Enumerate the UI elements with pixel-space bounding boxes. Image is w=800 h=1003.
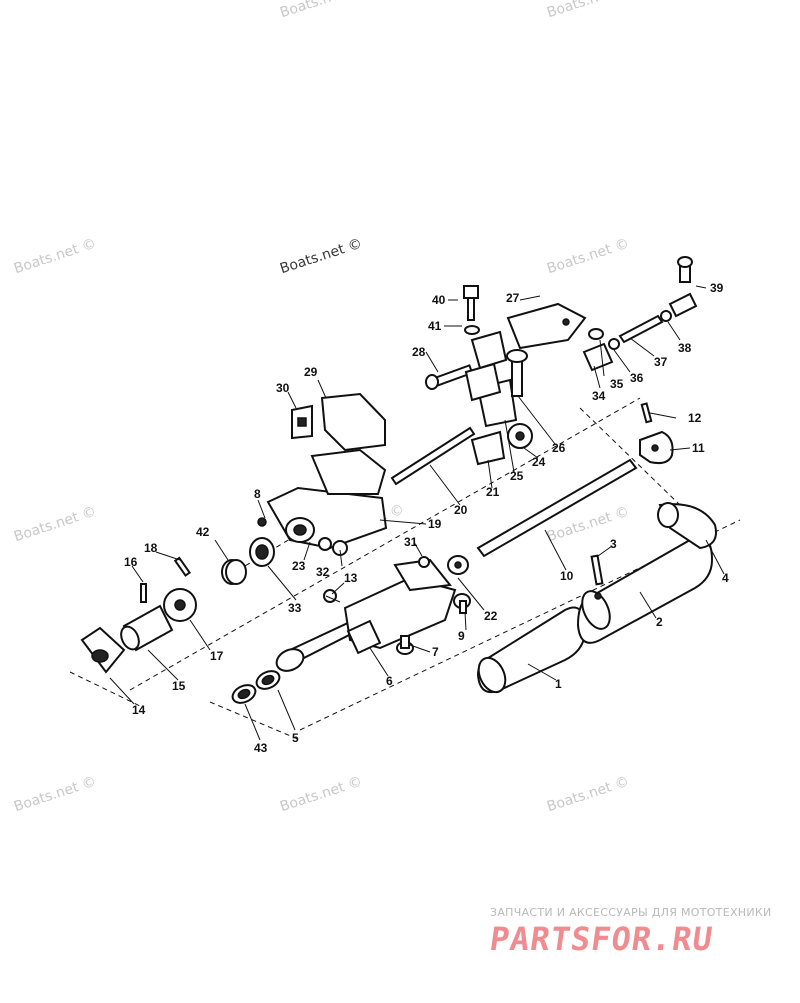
callout-3: 3 [610,537,617,551]
part-19-swivel-bracket [266,486,388,550]
callout-23: 23 [292,559,306,573]
part-37-rod [618,314,664,344]
part-clamp-block [464,362,502,402]
callout-16: 16 [124,555,138,569]
part-7-bolt [396,635,414,655]
callout-39: 39 [710,281,724,295]
callout-26: 26 [552,441,566,455]
part-14-end-plate [80,626,126,674]
callout-labels: 1 2 3 4 5 6 7 8 9 10 11 12 13 14 15 16 1… [124,281,729,755]
part-13-screw [323,589,341,603]
part-22-nut [447,555,469,575]
part-31-screw [418,556,430,568]
part-35-ball [588,328,604,340]
part-3-pin [590,554,604,586]
callout-27: 27 [506,291,520,305]
callout-10: 10 [560,569,574,583]
part-33-washer [249,537,275,567]
part-27-arm [506,302,587,350]
part-26-shaft [506,349,528,397]
part-30-bracket [291,404,313,440]
callout-38: 38 [678,341,692,355]
callout-1: 1 [555,677,562,691]
part-2-tube [576,536,714,644]
callout-21: 21 [486,485,500,499]
part-18-pin [173,556,192,577]
part-20-rod [390,426,476,486]
part-24-gear [507,423,533,449]
part-23-washer [318,537,332,551]
callout-33: 33 [288,601,302,615]
part-39-ball-joint [668,256,698,318]
part-clamp-block [470,330,508,370]
part-17-gear [163,588,197,622]
callout-14: 14 [132,703,146,717]
part-41-washer [464,325,480,335]
callout-30: 30 [276,381,290,395]
callout-2: 2 [656,615,663,629]
callout-29: 29 [304,365,318,379]
callout-42: 42 [196,525,210,539]
assembly-axis-line [129,397,641,691]
callout-36: 36 [630,371,644,385]
callout-13: 13 [344,571,358,585]
part-34-link [582,342,614,372]
callout-11: 11 [692,441,705,455]
part-21-bushing [470,430,506,466]
part-32-nut [332,540,348,556]
part-15-coupling [120,604,174,652]
part-28-bolt [425,364,474,390]
callout-15: 15 [172,679,186,693]
part-8-screw [257,517,267,527]
callout-4: 4 [722,571,729,585]
callout-7: 7 [432,645,439,659]
part-40-bolt [463,285,479,321]
part-11-collar [639,430,674,465]
callout-43: 43 [254,741,268,755]
callout-17: 17 [210,649,224,663]
assembly-axis-line [209,701,301,741]
callout-32: 32 [316,565,330,579]
part-42-spring [221,559,247,585]
footer-tagline: ЗАПЧАСТИ И АКСЕССУАРЫ ДЛЯ МОТОТЕХНИКИ [490,906,772,919]
part-5-washer [255,670,281,690]
callout-28: 28 [412,345,426,359]
callout-12: 12 [688,411,702,425]
assembly-axis-line [69,671,141,707]
callout-22: 22 [484,609,498,623]
part-6-arm-housing [275,558,457,672]
callout-19: 19 [428,517,442,531]
callout-31: 31 [404,535,418,549]
part-36-nut [608,338,620,350]
assembly-axis-line [229,514,331,576]
callout-20: 20 [454,503,468,517]
part-38-nut [660,310,672,322]
callout-37: 37 [654,355,668,369]
callout-18: 18 [144,541,158,555]
callout-41: 41 [428,319,442,333]
part-29-clamp [310,392,387,495]
callout-6: 6 [386,674,393,688]
part-4-sleeve-bracket [657,502,717,550]
part-16-pin [140,583,147,603]
leader-lines [109,285,725,741]
part-43-washer [231,684,257,704]
part-12-pin [640,402,653,424]
callout-24: 24 [532,455,546,469]
callout-8: 8 [254,487,261,501]
callout-25: 25 [510,469,524,483]
callout-9: 9 [458,629,465,643]
callout-5: 5 [292,731,299,745]
part-9-bolt [453,593,471,614]
part-10-shaft [476,458,638,558]
partsfor-logo: PARTSFOR.RU [487,920,716,958]
callout-34: 34 [592,389,606,403]
callout-40: 40 [432,293,446,307]
callout-35: 35 [610,377,624,391]
